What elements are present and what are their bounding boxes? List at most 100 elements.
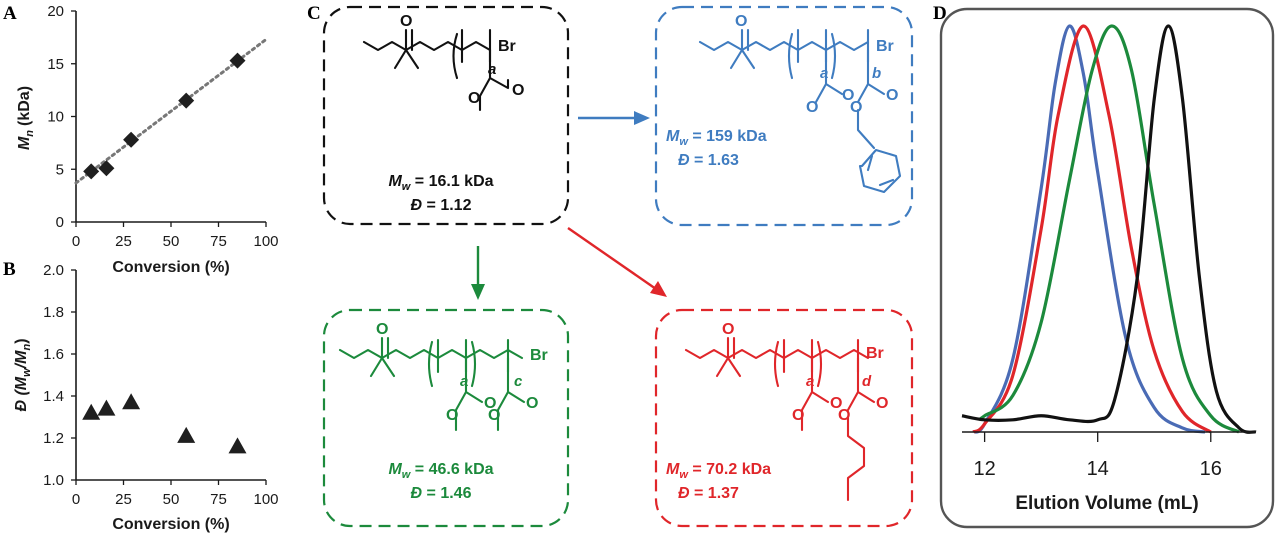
atom-o: O <box>806 99 818 116</box>
box-black <box>322 5 570 226</box>
panel-d-series-line <box>972 24 1206 434</box>
panel-a-y-tick-label: 15 <box>47 56 64 73</box>
panel-b-point <box>177 426 196 443</box>
panel-a-point <box>178 92 195 109</box>
panel-a-point <box>229 52 246 69</box>
atom-o: O <box>484 395 496 412</box>
panel-b-x-tick-label: 0 <box>72 491 80 508</box>
panel-b-x-label: Conversion (%) <box>112 516 229 533</box>
atom-o: O <box>512 82 524 99</box>
unit-label-b: b <box>872 65 881 82</box>
panel-b-point <box>97 399 116 416</box>
panel-a-x-tick-label: 0 <box>72 233 80 250</box>
atom-o: O <box>876 395 888 412</box>
mw-red: Mw = 70.2 kDa <box>666 461 771 481</box>
dispersity-blue: Đ = 1.63 <box>678 152 739 169</box>
structure-black: O Br a O O <box>362 13 524 112</box>
panel-d-x-tick-label: 16 <box>1200 458 1222 480</box>
panel-letter-a: A <box>3 3 17 24</box>
panel-d-frame <box>939 7 1275 529</box>
panel-b-x-tick-label: 50 <box>163 491 180 508</box>
atom-br: Br <box>530 347 548 364</box>
panel-b-y-tick-label: 2.0 <box>43 262 64 279</box>
atom-o: O <box>376 321 388 338</box>
panel-d-series-line <box>961 24 1257 434</box>
atom-o: O <box>526 395 538 412</box>
panel-b-y-tick-label: 1.0 <box>43 472 64 489</box>
panel-a-y-tick-label: 0 <box>56 214 64 231</box>
atom-o: O <box>792 407 804 424</box>
atom-br: Br <box>876 38 894 55</box>
panel-b-y-tick-label: 1.8 <box>43 304 64 321</box>
box-green <box>322 308 570 528</box>
panel-d-x-tick-label: 12 <box>973 458 995 480</box>
atom-o: O <box>446 407 458 424</box>
panel-b-y-tick-label: 1.4 <box>43 388 64 405</box>
panel-b-x-tick-label: 100 <box>253 491 278 508</box>
atom-o: O <box>468 90 480 107</box>
unit-label-a: a <box>460 373 468 390</box>
atom-o: O <box>842 87 854 104</box>
mw-blue: Mw = 159 kDa <box>666 128 767 148</box>
panel-d-x-label: Elution Volume (mL) <box>1015 493 1198 514</box>
dispersity-black: Đ = 1.12 <box>411 197 472 214</box>
panel-a-y-tick-label: 20 <box>47 3 64 20</box>
unit-label-c: c <box>514 373 523 390</box>
panel-b-y-label: Đ (Mw/Mn) <box>13 338 33 411</box>
panel-a-x-tick-label: 50 <box>163 233 180 250</box>
panel-a-y-tick-label: 10 <box>47 109 64 126</box>
panel-a-point <box>123 131 140 148</box>
panel-d-series-line <box>978 24 1240 434</box>
panel-a-x-tick-label: 75 <box>210 233 227 250</box>
atom-o: O <box>400 13 412 30</box>
panel-a-chart: 0 25 50 75 100 0 5 10 15 20 Conversion (%) Mn(kDa… <box>16 3 279 276</box>
panel-letter-d: D <box>933 3 947 24</box>
panel-d-chart: 12 14 16 Elution Volume (mL) <box>939 7 1275 529</box>
panel-a-y-label: Mn(kDa) <box>16 86 36 150</box>
atom-br: Br <box>498 38 516 55</box>
panel-c-scheme: O Br a O O Mw = 16.1 kDa Đ = 1.12 O Br a… <box>322 5 914 528</box>
unit-label-a: a <box>820 65 828 82</box>
panel-b-y-tick-label: 1.6 <box>43 346 64 363</box>
unit-label-a: a <box>488 61 496 78</box>
panel-b-point <box>82 403 101 420</box>
atom-o: O <box>838 407 850 424</box>
mw-green: Mw = 46.6 kDa <box>388 461 493 481</box>
unit-label-a: a <box>806 373 814 390</box>
panel-letter-b: B <box>3 259 16 280</box>
structure-green: O Br a c O O O O <box>338 321 548 432</box>
atom-o: O <box>830 395 842 412</box>
panel-a-x-tick-label: 100 <box>253 233 278 250</box>
dispersity-green: Đ = 1.46 <box>411 485 472 502</box>
panel-a-x-tick-label: 25 <box>115 233 132 250</box>
panel-letter-c: C <box>307 3 321 24</box>
panel-d-x-tick-label: 14 <box>1087 458 1109 480</box>
atom-o: O <box>722 321 734 338</box>
panel-b-x-tick-label: 75 <box>210 491 227 508</box>
atom-o: O <box>886 87 898 104</box>
arrow-to-blue <box>578 111 650 125</box>
panel-a-x-label: Conversion (%) <box>112 259 229 276</box>
panel-a-point <box>98 160 115 177</box>
atom-o: O <box>488 407 500 424</box>
panel-b-point <box>122 393 141 410</box>
atom-br: Br <box>866 345 884 362</box>
panel-b-y-tick-label: 1.2 <box>43 430 64 447</box>
atom-o: O <box>850 99 862 116</box>
box-red <box>654 308 914 528</box>
panel-a-point <box>83 163 100 180</box>
panel-d-series-line <box>972 24 1212 434</box>
structure-blue: O Br a b O O O O <box>698 13 902 194</box>
mw-black: Mw = 16.1 kDa <box>388 173 493 193</box>
arrow-to-red <box>567 227 667 297</box>
panel-b-x-tick-label: 25 <box>115 491 132 508</box>
panel-b-chart: 0 25 50 75 100 1.0 1.2 1.4 1.6 1.8 2.0 Conversion … <box>13 262 279 533</box>
panel-b-point <box>228 437 247 454</box>
arrow-to-green <box>471 246 485 300</box>
panel-a-y-tick-label: 5 <box>56 161 64 178</box>
box-blue <box>654 5 914 227</box>
structure-red: O Br a d O O O O <box>684 321 888 502</box>
unit-label-d: d <box>862 373 872 390</box>
